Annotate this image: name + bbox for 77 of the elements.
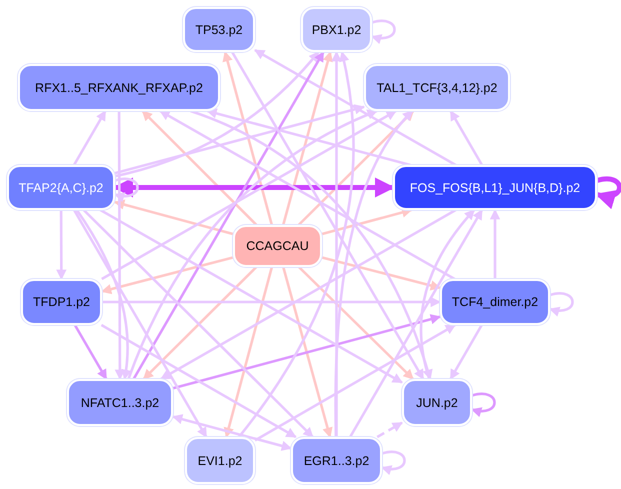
node-label: JUN.p2 [416,396,458,410]
gene-node [440,279,550,325]
arrow [349,209,484,438]
arrow [114,111,126,380]
node-label: TFDP1.p2 [33,295,90,309]
gene-node [233,225,322,267]
arrow [100,208,403,384]
node-label: TFAP2{A,C}.p2 [18,180,104,194]
arrow [380,450,406,474]
gene-node [364,64,510,111]
node-label: TAL1_TCF{3,4,12}.p2 [376,80,498,94]
gene-node [7,165,115,210]
gene-node [21,279,102,325]
arrow [450,110,484,166]
arrow [101,110,397,280]
arrow [142,266,258,380]
gene-node [291,437,382,484]
arrow [298,110,414,226]
arrow [420,209,476,380]
arrow [127,110,378,380]
arrow [331,50,342,437]
arrow [100,324,297,438]
gene-node [183,7,255,52]
arrow [159,110,456,280]
node-label: EGR1..3.p2 [304,454,370,468]
arrow [490,208,500,279]
arrow [334,110,414,438]
arrow [206,108,411,166]
arrow [172,414,292,451]
gene-node [301,7,372,52]
arrow [298,266,414,380]
arrow [595,176,621,208]
arrow [74,324,108,380]
arrow [56,210,67,280]
arrow [82,209,314,438]
gene-node [402,379,472,426]
arrow [254,48,456,166]
arrow [114,178,139,202]
node-label: FOS_FOS{B,L1}_JUN{B,D}.p2 [410,180,580,194]
arrow [76,209,132,380]
arrow [72,110,106,166]
arrow [449,324,483,380]
arrow [113,178,395,198]
arrow [231,51,424,380]
node-label: PBX1.p2 [312,22,362,36]
node-label: NFATC1..3.p2 [80,396,160,410]
arrow [160,208,456,380]
arrow [101,256,234,294]
arrow [102,296,442,308]
arrow [142,110,258,226]
gene-node [393,165,597,210]
arrow [172,314,441,390]
arrow [376,422,403,438]
arrow [72,209,208,438]
arrow [190,110,432,380]
node-label: TP53.p2 [195,22,243,36]
node-label: TCF4_dimer.p2 [452,295,538,309]
arrow [114,51,320,178]
gene-node [185,437,255,484]
arrow [282,51,333,226]
arrow [114,200,234,236]
arrow [322,256,441,291]
arrow [132,51,325,380]
arrow [470,392,496,416]
gene-node [67,379,173,426]
gene-node [18,64,220,111]
arrow [548,292,574,316]
node-label: CCAGCAU [246,239,309,253]
arrow [254,324,456,442]
arrow [114,104,365,174]
arrow [224,266,274,438]
node-label: RFX1..5_RFXANK_RFXAP.p2 [35,80,203,94]
node-label: EVI1.p2 [198,454,242,468]
arrow [238,50,355,438]
arrow [370,20,396,44]
arrow [222,51,274,226]
arrow [282,266,333,438]
